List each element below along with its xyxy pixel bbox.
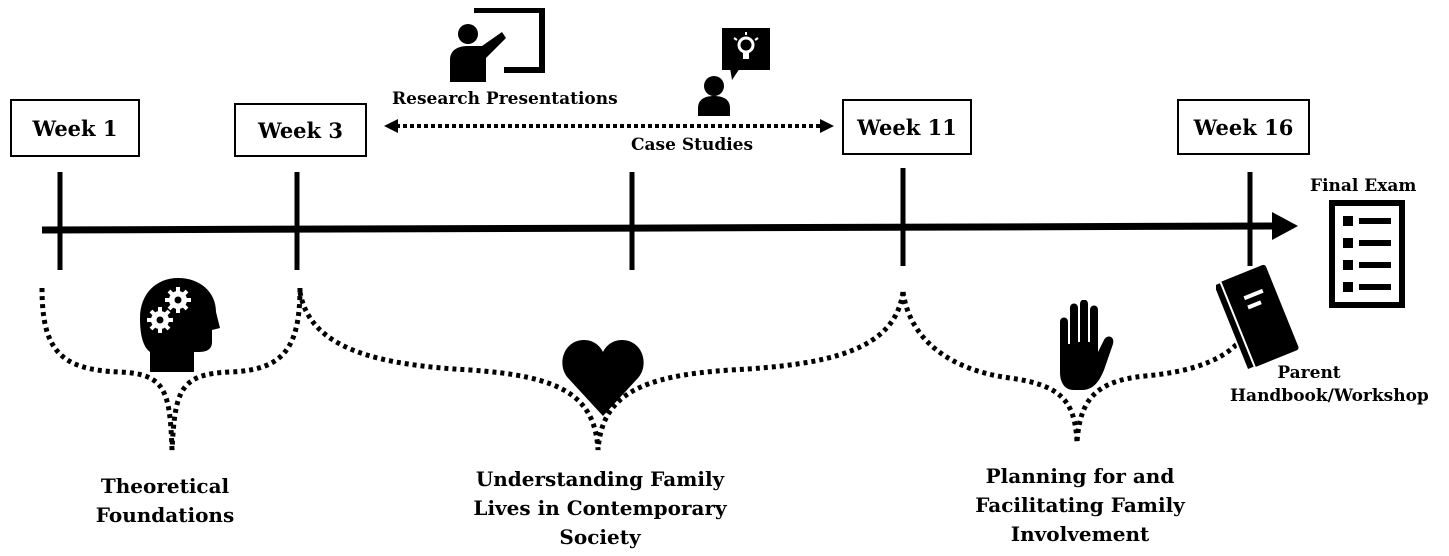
phase-theoretical-label: Theoretical Foundations	[75, 472, 255, 530]
phase-theoretical-line1: Theoretical	[100, 474, 230, 498]
notebook-icon	[1216, 264, 1299, 370]
brace-understanding	[297, 291, 906, 451]
parent-label-line2: Handbook/Workshop	[1230, 386, 1429, 406]
phase-understanding-label: Understanding Family Lives in Contempora…	[440, 465, 760, 552]
week-16-box: Week 16	[1177, 99, 1310, 155]
hand-icon	[1060, 300, 1114, 390]
phase-understanding-line2: Lives in Contemporary	[473, 496, 727, 520]
timeline-axis	[41, 222, 1276, 234]
phase-understanding-line3: Society	[559, 525, 641, 549]
phase-theoretical-line2: Foundations	[95, 503, 235, 527]
parent-label-line1: Parent	[1277, 363, 1341, 383]
heart-icon	[562, 340, 644, 416]
brace-planning	[900, 291, 1253, 443]
parent-handbook-label: Parent Handbook/Workshop	[1230, 362, 1429, 408]
week-3-box: Week 3	[234, 103, 367, 157]
final-exam-label: Final Exam	[1310, 176, 1417, 196]
case-studies-label: Case Studies	[631, 135, 754, 155]
phase-planning-line2: Facilitating Family	[975, 493, 1185, 517]
week-16-label: Week 16	[1193, 114, 1294, 140]
week-11-label: Week 11	[857, 114, 957, 140]
phase-planning-line3: Involvement	[1010, 522, 1150, 546]
week-1-box: Week 1	[10, 99, 140, 157]
lightbulb-speech-icon	[698, 28, 770, 116]
research-presentations-label: Research Presentations	[392, 89, 618, 109]
week-1-label: Week 1	[32, 115, 118, 141]
head-gears-icon	[140, 278, 220, 372]
phase-understanding-line1: Understanding Family	[475, 467, 725, 491]
span-arrow-right-head	[820, 119, 834, 133]
span-arrow-left-head	[384, 119, 398, 133]
week-11-box: Week 11	[842, 99, 972, 155]
timeline-arrowhead	[1272, 212, 1298, 240]
checklist-icon	[1329, 200, 1405, 308]
phase-planning-label: Planning for and Facilitating Family Inv…	[940, 462, 1220, 549]
presentation-board-icon	[450, 8, 545, 82]
week-3-label: Week 3	[257, 117, 344, 143]
phase-planning-line1: Planning for and	[985, 464, 1175, 488]
